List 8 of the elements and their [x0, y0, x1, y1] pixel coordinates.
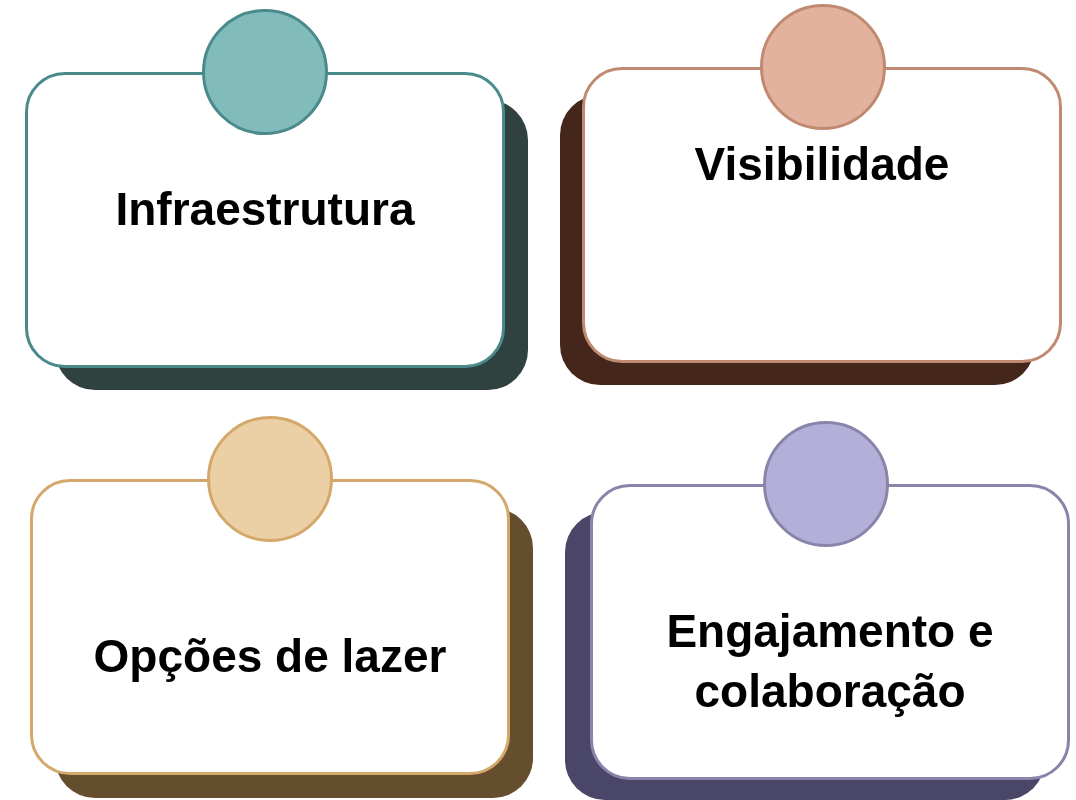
card-title: Visibilidade	[694, 137, 950, 193]
text-card	[582, 67, 1062, 363]
card-title: Infraestrutura	[115, 182, 415, 238]
text-card	[590, 484, 1070, 780]
card-title: Engajamento e colaboração	[665, 604, 995, 719]
card-title: Opções de lazer	[93, 629, 447, 685]
text-card	[25, 72, 505, 368]
text-card	[30, 479, 510, 775]
